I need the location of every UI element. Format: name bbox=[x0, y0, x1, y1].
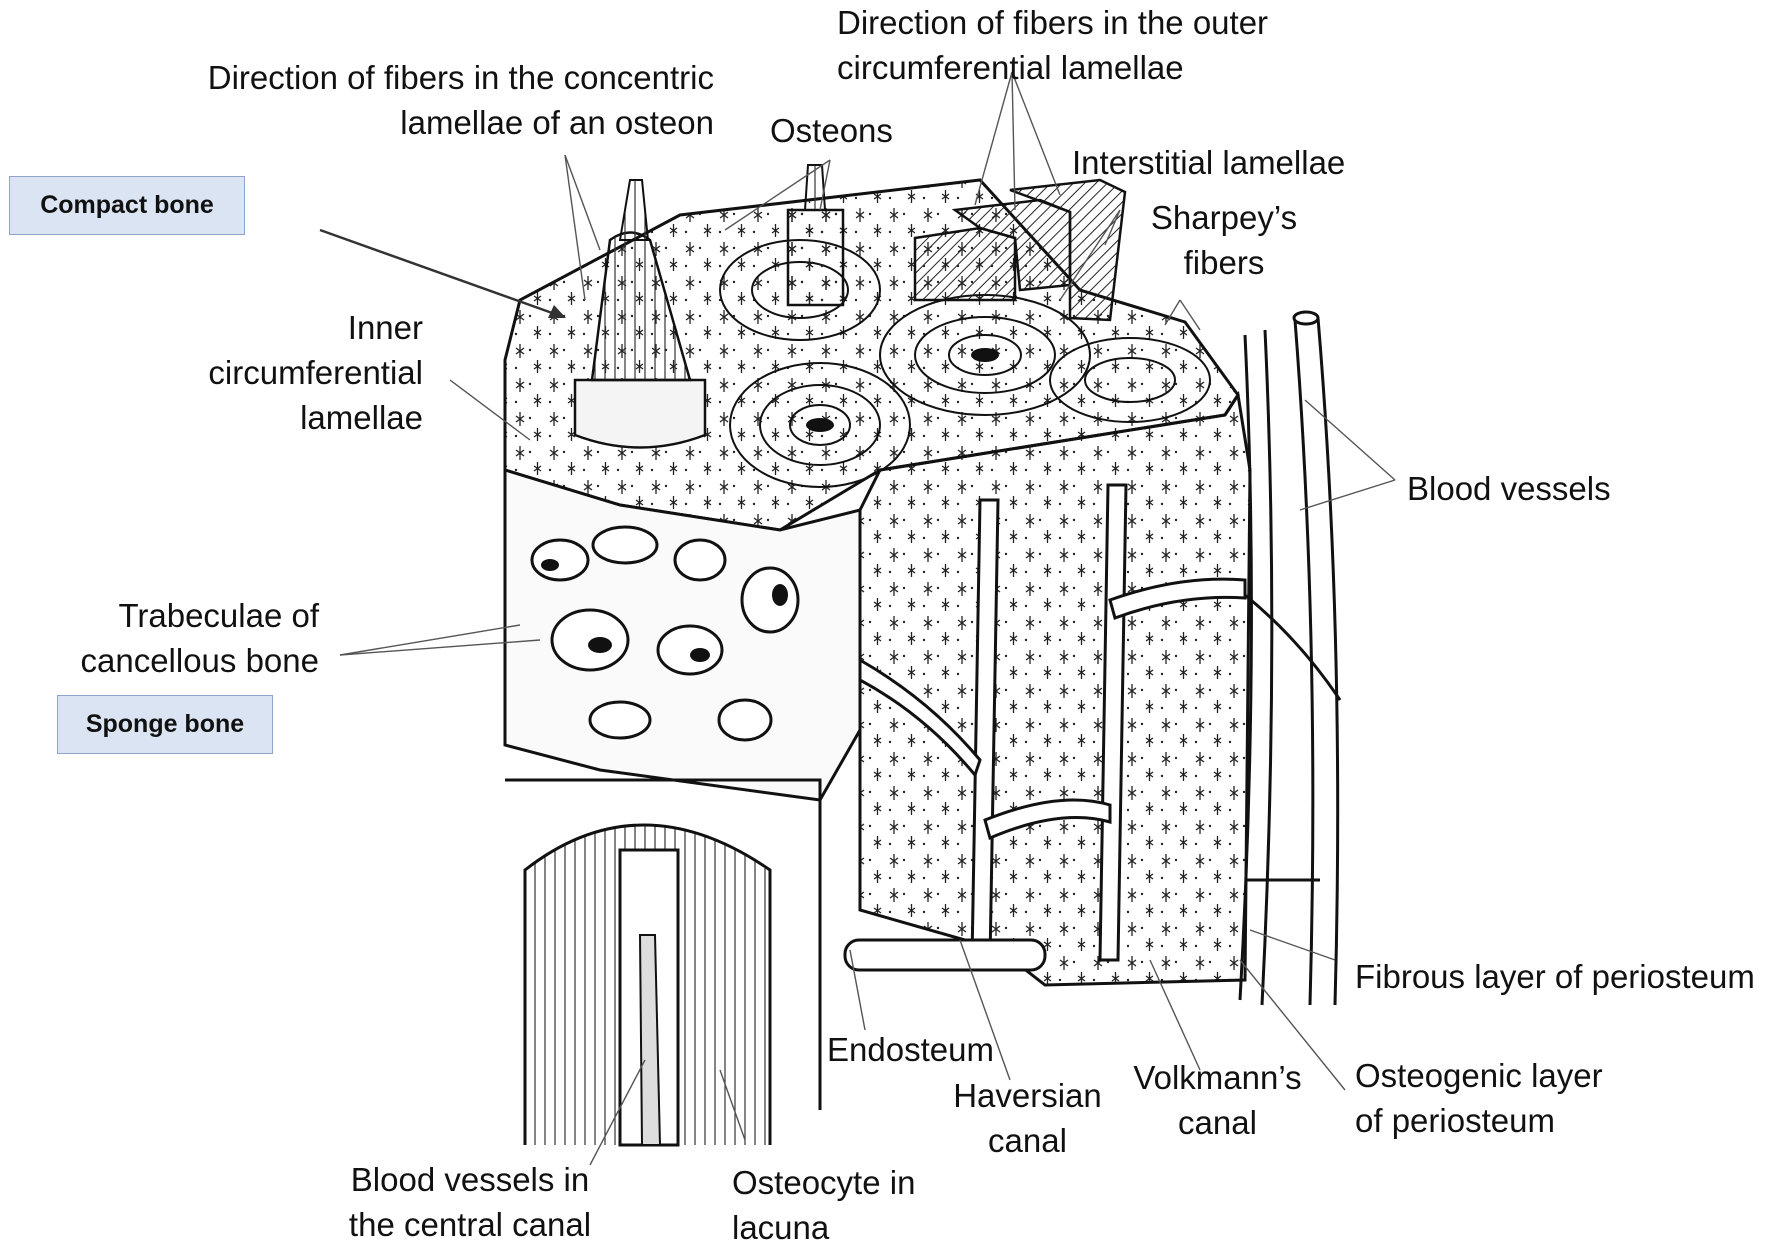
compact-bone-front-face bbox=[845, 395, 1250, 985]
label-osteogenic: Osteogenic layer of periosteum bbox=[1355, 1053, 1603, 1143]
label-bv-central: Blood vessels in the central canal bbox=[330, 1157, 610, 1247]
tag-compact-bone: Compact bone bbox=[9, 176, 245, 235]
label-sharpeys: Sharpey’s fibers bbox=[1140, 195, 1308, 285]
label-fibrous-layer: Fibrous layer of periosteum bbox=[1355, 954, 1755, 999]
label-interstitial: Interstitial lamellae bbox=[1072, 140, 1345, 185]
label-outer-fibers: Direction of fibers in the outer circumf… bbox=[837, 0, 1268, 90]
osteon-cylinder-center bbox=[788, 165, 843, 305]
tag-sponge-bone: Sponge bone bbox=[57, 695, 273, 754]
label-blood-vessels: Blood vessels bbox=[1407, 466, 1611, 511]
label-volkmann: Volkmann’s canal bbox=[1130, 1055, 1305, 1145]
label-haversian: Haversian canal bbox=[950, 1073, 1105, 1163]
cancellous-bone bbox=[505, 470, 860, 800]
label-osteons: Osteons bbox=[770, 108, 893, 153]
label-trabeculae: Trabeculae of cancellous bone bbox=[80, 593, 319, 683]
label-osteocyte: Osteocyte in lacuna bbox=[732, 1160, 915, 1250]
periosteum-vessels bbox=[1240, 312, 1340, 1005]
label-inner-circ: Inner circumferential lamellae bbox=[208, 305, 423, 440]
label-concentric-fibers: Direction of fibers in the concentric la… bbox=[208, 55, 714, 145]
osteon-inset bbox=[505, 780, 820, 1145]
label-endosteum: Endosteum bbox=[827, 1027, 994, 1072]
